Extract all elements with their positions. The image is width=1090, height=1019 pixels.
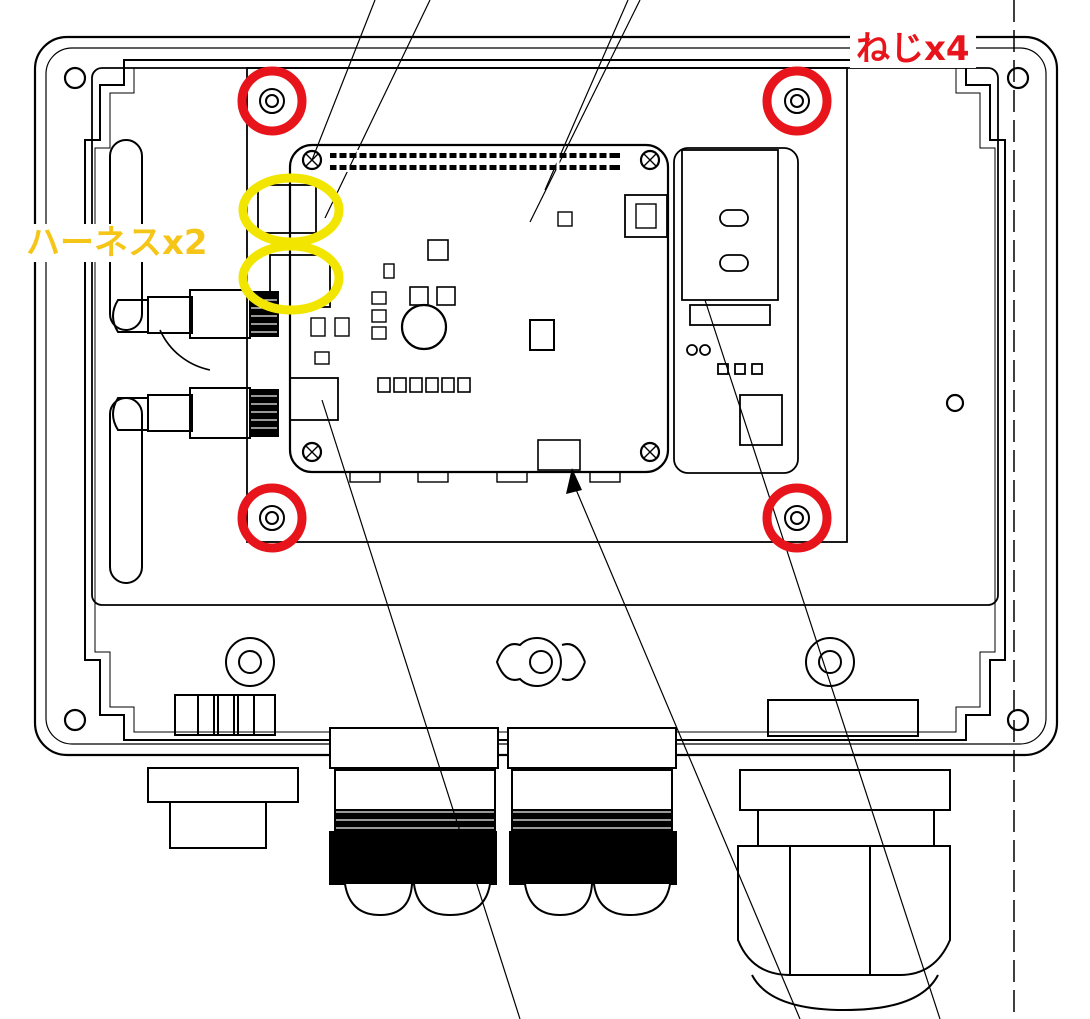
screw-markers [237,66,832,553]
harness-count-label: ハーネスx2 [22,224,212,262]
cable-glands-bottom [329,727,677,917]
leader-lines-top [311,0,641,223]
screw-marker-top-right [762,66,832,136]
bottom-connector-left [147,694,299,849]
cable-gland-bottom-right [737,699,951,1012]
screw-count-label: ねじx4 [850,30,976,68]
sim-module [681,149,783,446]
screw-marker-bottom-left [237,483,307,553]
leader-lines-bottom [321,299,941,1019]
left-bosses [109,139,211,584]
cable-gland-left-upper [112,289,279,339]
lower-bosses [225,637,855,687]
cable-gland-left-lower [112,387,279,439]
screw-marker-top-left [237,66,307,136]
screw-marker-bottom-right [762,483,832,553]
screw-heads [259,88,810,531]
enclosure-body [33,35,1059,757]
harness-marker-lower [238,241,344,315]
pcb-board [257,143,799,483]
harness-markers [238,173,344,315]
